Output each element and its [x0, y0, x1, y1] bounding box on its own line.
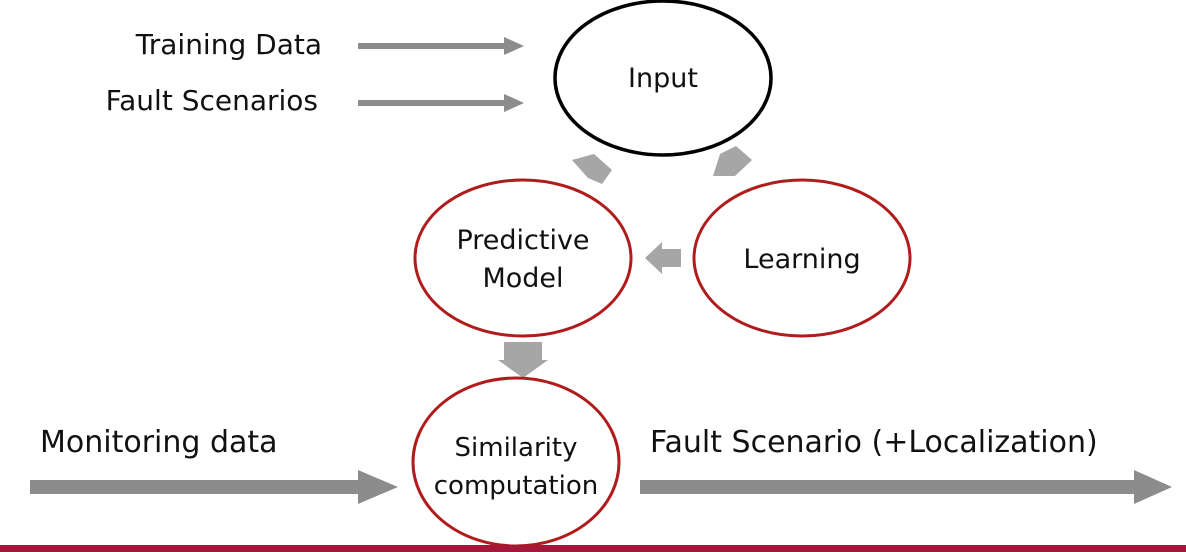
- fault-scenarios-label: Fault Scenarios: [106, 84, 318, 117]
- monitoring-data-label: Monitoring data: [40, 425, 278, 460]
- input-node-label: Input: [628, 63, 698, 94]
- bottom-accent-bar: [0, 545, 1186, 552]
- fault-scenarios-arrow: [358, 94, 524, 112]
- learning-node: Learning: [692, 178, 912, 338]
- fault-scenario-output-arrow: [640, 470, 1172, 504]
- predictive-model-label-line2: Model: [482, 263, 563, 294]
- similarity-computation-node: Similarity computation: [411, 376, 621, 548]
- predictive-model-node: Predictive Model: [413, 178, 633, 338]
- learning-node-label: Learning: [743, 244, 860, 275]
- input-node: Input: [553, 0, 773, 157]
- input-to-learning-arrow: [713, 146, 752, 176]
- predictive-model-label-line1: Predictive: [456, 225, 589, 256]
- model-to-input-arrow: [572, 154, 612, 184]
- model-to-similarity-arrow: [498, 342, 548, 378]
- similarity-label-line1: Similarity: [455, 433, 578, 463]
- similarity-label-line2: computation: [434, 471, 598, 501]
- training-data-label: Training Data: [135, 28, 322, 61]
- learning-to-model-arrow: [645, 242, 681, 274]
- training-data-arrow: [358, 37, 524, 55]
- monitoring-data-arrow: [30, 470, 398, 504]
- fault-scenario-output-label: Fault Scenario (+Localization): [650, 425, 1098, 460]
